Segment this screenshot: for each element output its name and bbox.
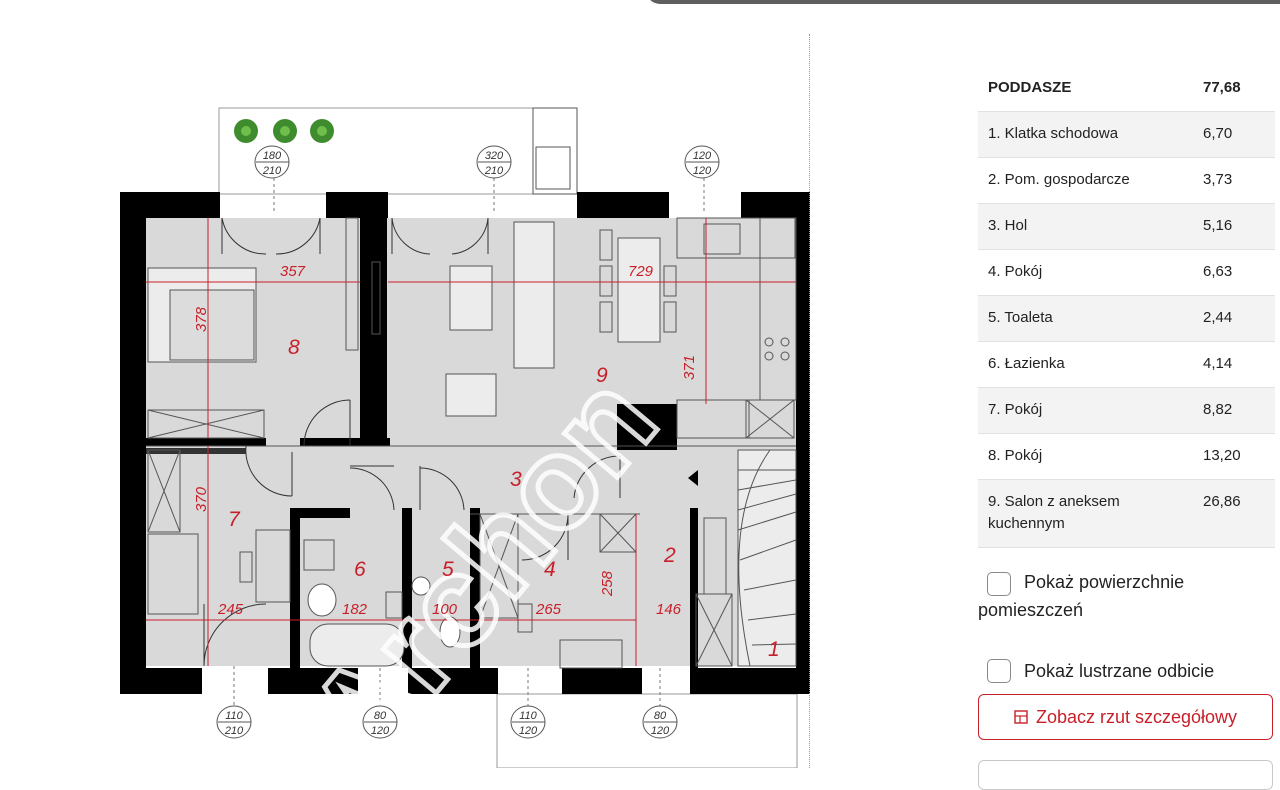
table-row: 3. Hol 5,16 (978, 203, 1275, 250)
room-number-3: 3 (510, 468, 522, 491)
opening-6-bottom: 120 (519, 725, 538, 737)
plant-icon (234, 119, 334, 143)
table-row: 1. Klatka schodowa 6,70 (978, 111, 1275, 158)
detailed-plan-button[interactable]: Zobacz rzut szczegółowy (978, 694, 1273, 740)
floor-total-area: 77,68 (1197, 66, 1275, 112)
dimension-357: 357 (280, 263, 306, 280)
floor-name: PODDASZE (978, 66, 1197, 112)
room-number-4: 4 (544, 558, 556, 581)
dimension-729: 729 (628, 263, 654, 280)
room-label: 8. Pokój (978, 433, 1197, 480)
opening-1-top: 180 (263, 150, 282, 162)
room-area: 6,70 (1197, 111, 1275, 158)
dimension-258: 258 (599, 570, 616, 597)
table-row: 9. Salon z aneksem kuchennym 26,86 (978, 479, 1275, 548)
opening-2-top: 320 (485, 150, 504, 162)
room-label: 1. Klatka schodowa (978, 111, 1197, 158)
dimension-371: 371 (681, 355, 698, 380)
table-row-header: PODDASZE 77,68 (978, 66, 1275, 112)
dimension-370: 370 (193, 486, 210, 512)
dimension-146: 146 (656, 601, 682, 618)
room-area: 4,14 (1197, 341, 1275, 388)
opening-2-bottom: 210 (484, 165, 504, 177)
show-areas-option[interactable]: Pokaż powierzchnie pomieszczeń (978, 568, 1278, 624)
floor-plan: Archon 1 2 3 4 5 6 7 8 9 357 378 729 371… (120, 34, 810, 768)
opening-1-bottom: 210 (262, 165, 282, 177)
dimension-378: 378 (193, 306, 210, 332)
room-number-7: 7 (228, 508, 241, 531)
room-number-5: 5 (442, 558, 454, 581)
dimension-245: 245 (217, 601, 244, 618)
detailed-plan-label: Zobacz rzut szczegółowy (1035, 706, 1238, 727)
floor-plan-icon (1014, 710, 1028, 724)
plan-divider (809, 34, 810, 768)
opening-3-top: 120 (693, 150, 712, 162)
room-number-9: 9 (596, 364, 608, 387)
opening-4-top: 110 (225, 710, 243, 722)
room-area: 2,44 (1197, 295, 1275, 342)
room-number-2: 2 (663, 544, 676, 567)
show-mirror-checkbox[interactable] (987, 659, 1011, 683)
room-area: 3,73 (1197, 157, 1275, 204)
opening-6-top: 110 (519, 710, 537, 722)
room-number-6: 6 (354, 558, 366, 581)
room-areas-table: PODDASZE 77,68 1. Klatka schodowa 6,70 2… (978, 66, 1275, 548)
room-label: 9. Salon z aneksem kuchennym (978, 479, 1197, 548)
table-row: 4. Pokój 6,63 (978, 249, 1275, 296)
dimension-265: 265 (535, 601, 562, 618)
room-number-8: 8 (288, 336, 300, 359)
room-label: 5. Toaleta (978, 295, 1197, 342)
room-area: 5,16 (1197, 203, 1275, 250)
opening-5-bottom: 120 (371, 725, 390, 737)
dimension-182: 182 (342, 601, 368, 618)
show-areas-label[interactable]: Pokaż powierzchnie (1024, 572, 1185, 592)
table-row: 2. Pom. gospodarcze 3,73 (978, 157, 1275, 204)
opening-4-bottom: 210 (224, 725, 244, 737)
plan-options: Pokaż powierzchnie pomieszczeń Pokaż lus… (978, 568, 1278, 696)
opening-7-bottom: 120 (651, 725, 670, 737)
room-area: 6,63 (1197, 249, 1275, 296)
secondary-button[interactable] (978, 760, 1273, 790)
room-label: 3. Hol (978, 203, 1197, 250)
room-number-1: 1 (768, 638, 780, 661)
table-row: 7. Pokój 8,82 (978, 387, 1275, 434)
table-row: 5. Toaleta 2,44 (978, 295, 1275, 342)
dimension-100: 100 (432, 601, 458, 618)
floor-plan-drawing: Archon 1 2 3 4 5 6 7 8 9 357 378 729 371… (120, 107, 810, 768)
show-areas-label-cont[interactable]: pomieszczeń (978, 600, 1084, 620)
table-row: 6. Łazienka 4,14 (978, 341, 1275, 388)
room-label: 4. Pokój (978, 249, 1197, 296)
show-mirror-label[interactable]: Pokaż lustrzane odbicie (1024, 661, 1215, 681)
show-areas-checkbox[interactable] (987, 572, 1011, 596)
walls (120, 192, 810, 694)
room-label: 2. Pom. gospodarcze (978, 157, 1197, 204)
room-label: 7. Pokój (978, 387, 1197, 434)
room-label: 6. Łazienka (978, 341, 1197, 388)
room-area: 8,82 (1197, 387, 1275, 434)
opening-3-bottom: 120 (693, 165, 712, 177)
room-areas-panel: PODDASZE 77,68 1. Klatka schodowa 6,70 2… (978, 66, 1275, 548)
top-bar (646, 0, 1280, 4)
table-row: 8. Pokój 13,20 (978, 433, 1275, 480)
opening-7-top: 80 (654, 710, 667, 722)
show-mirror-option[interactable]: Pokaż lustrzane odbicie (978, 646, 1278, 696)
opening-5-top: 80 (374, 710, 387, 722)
room-area: 13,20 (1197, 433, 1275, 480)
room-area: 26,86 (1197, 479, 1275, 548)
